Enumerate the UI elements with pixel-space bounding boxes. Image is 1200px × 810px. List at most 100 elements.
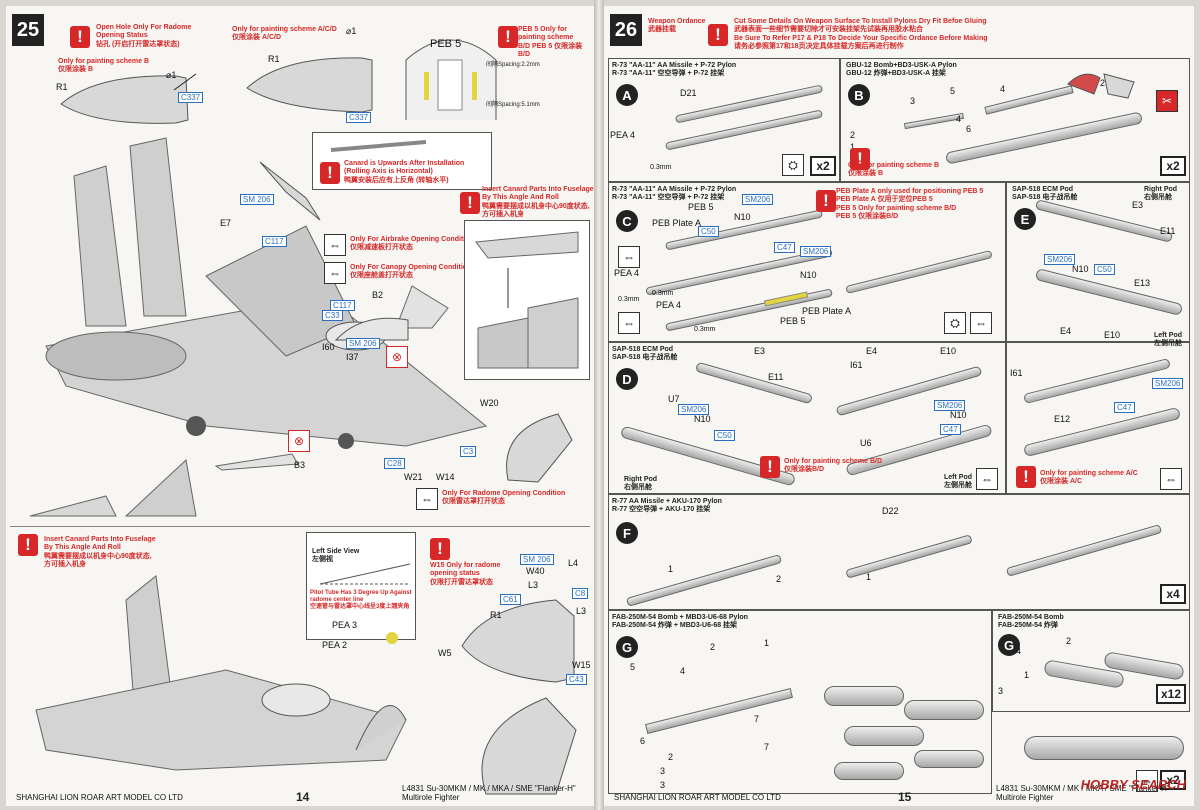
part-label: R1	[56, 82, 68, 92]
part-label: I60	[322, 342, 335, 352]
part-label: PEB Plate A	[652, 218, 702, 228]
part-label: 3	[998, 686, 1004, 696]
part-label: PEB 5	[780, 316, 806, 326]
part-label: E7	[220, 218, 232, 228]
part-label: C43	[566, 674, 587, 685]
quantity-badge: x4	[1160, 584, 1186, 604]
canopy-part-drawing	[334, 317, 409, 341]
part-label: PEA 3	[332, 620, 358, 630]
part-label: 0.3mm	[694, 326, 716, 333]
part-label: 5	[950, 86, 956, 96]
warning-icon: !	[498, 26, 518, 48]
canard-drawing	[330, 140, 427, 152]
panel-note: Only for painting scheme B/D 仅限涂装B/D	[784, 458, 883, 474]
part-label: 1	[1024, 670, 1030, 680]
part-label: N10	[694, 414, 711, 424]
part-label: U7	[668, 394, 680, 404]
part-label: R1	[268, 54, 280, 64]
radome-part-drawing	[246, 57, 373, 113]
panel-f	[608, 494, 1190, 610]
footer-title: L4831 Su-30MKM / MK / MKA / SME "Flanker…	[402, 784, 576, 802]
part-label: C50	[698, 226, 719, 237]
pylon-direction-icon: ⇔	[618, 312, 640, 334]
part-label: 2	[710, 642, 716, 652]
part-label: W14	[436, 472, 455, 482]
part-label: 3	[660, 780, 666, 790]
panel-title: FAB-250M-54 Bomb FAB-250M-54 炸弹	[998, 614, 1064, 630]
part-label: SM206	[800, 246, 832, 257]
part-label: 0.3mm	[652, 290, 674, 297]
part-label: B2	[372, 290, 384, 300]
book-spine	[594, 0, 604, 810]
pylon-direction-icon: ⇔	[1136, 770, 1158, 792]
step-number: 26	[610, 14, 642, 46]
aircraft-assembly-drawing	[35, 575, 407, 771]
pitot-note: Pitot Tube Has 3 Degree Up Against radom…	[310, 590, 412, 611]
panel-b	[840, 58, 1190, 182]
part-label: 2	[850, 130, 856, 140]
warning-icon: !	[708, 24, 728, 46]
part-label: E4	[1060, 326, 1072, 336]
bomb-part-drawing	[904, 700, 984, 720]
airbrake-part-drawing	[214, 453, 299, 471]
canopy-note: Only For Canopy Opening Condition 仅限座舱盖打…	[350, 264, 472, 280]
part-label: L3	[528, 580, 539, 590]
warning-icon: !	[430, 538, 450, 560]
part-label: C50	[714, 430, 735, 441]
part-label: 7	[764, 742, 770, 752]
canopy-icon: ⇔	[324, 262, 346, 284]
part-label: 7	[754, 714, 760, 724]
footer-company: SHANGHAI LION ROAR ART MODEL CO LTD	[614, 793, 781, 802]
panel-title: R-77 AA Missile + AKU-170 Pylon R-77 空空导…	[612, 498, 722, 514]
part-label: 0.3mm	[618, 296, 640, 303]
part-label: W21	[404, 472, 423, 482]
pe-part-swatch	[386, 632, 398, 644]
cut-icon: ✂	[1156, 90, 1178, 112]
part-label: C61	[500, 594, 521, 605]
quantity-badge: x2	[1160, 156, 1186, 176]
spacing-note: 间隔Spacing:5.1mm	[486, 102, 540, 108]
part-label: 3	[660, 766, 666, 776]
radome-open-icon: ⇔	[416, 488, 438, 510]
part-label: I61	[1010, 368, 1023, 378]
airbrake-icon: ⇔	[324, 234, 346, 256]
aircraft-assembly-drawing	[45, 137, 488, 449]
part-label: C47	[774, 242, 795, 253]
part-label: U6	[860, 438, 872, 448]
part-label: C28	[384, 458, 405, 469]
panel-c	[608, 182, 1006, 342]
panel-letter: F	[616, 522, 638, 544]
part-label: PEB 5	[430, 38, 462, 50]
part-label: C337	[346, 112, 372, 123]
airbrake-detail-drawing	[29, 459, 197, 517]
part-label: 6	[640, 736, 646, 746]
spacing-note: 间隔Spacing:2.2mm	[486, 62, 540, 68]
panel-d-alt	[1006, 342, 1190, 494]
part-label: 3	[910, 96, 916, 106]
instruction-page-left: 25 ! Open Hole Only For Radome Opening S…	[6, 6, 594, 806]
pylon-detail-drawing	[1067, 73, 1135, 99]
canard-note-box	[312, 132, 492, 190]
part-label: PEA 2	[322, 640, 348, 650]
warning-icon: !	[816, 190, 836, 212]
part-label: SM206	[1152, 378, 1184, 389]
pylon-direction-icon: ⇔	[970, 312, 992, 334]
part-label: PEA 4	[656, 300, 682, 310]
airbrake-part-drawing	[395, 285, 449, 329]
warning-icon: !	[70, 26, 90, 48]
prohibited-icon: ⊗	[288, 430, 310, 452]
warning-icon: !	[460, 192, 480, 214]
part-label: 1	[764, 638, 770, 648]
radome-part-drawing	[461, 599, 575, 683]
radome-opening-note: Only For Radome Opening Condition 仅限雷达罩打…	[442, 490, 566, 506]
part-label: B3	[294, 460, 306, 470]
part-label: 6	[966, 124, 972, 134]
w15-only-note: W15 Only for radome opening status 仅限打开雷…	[430, 562, 501, 586]
part-label: C33	[322, 310, 343, 321]
part-label: D22	[882, 506, 899, 516]
part-label: C47	[1114, 402, 1135, 413]
glue-icon: ⛭	[944, 312, 966, 334]
part-label: 2	[776, 574, 782, 584]
part-label: PEB Plate A	[802, 306, 852, 316]
painting-acd-note: Only for painting scheme A/C/D 仅限涂装 A/C/…	[232, 26, 337, 42]
